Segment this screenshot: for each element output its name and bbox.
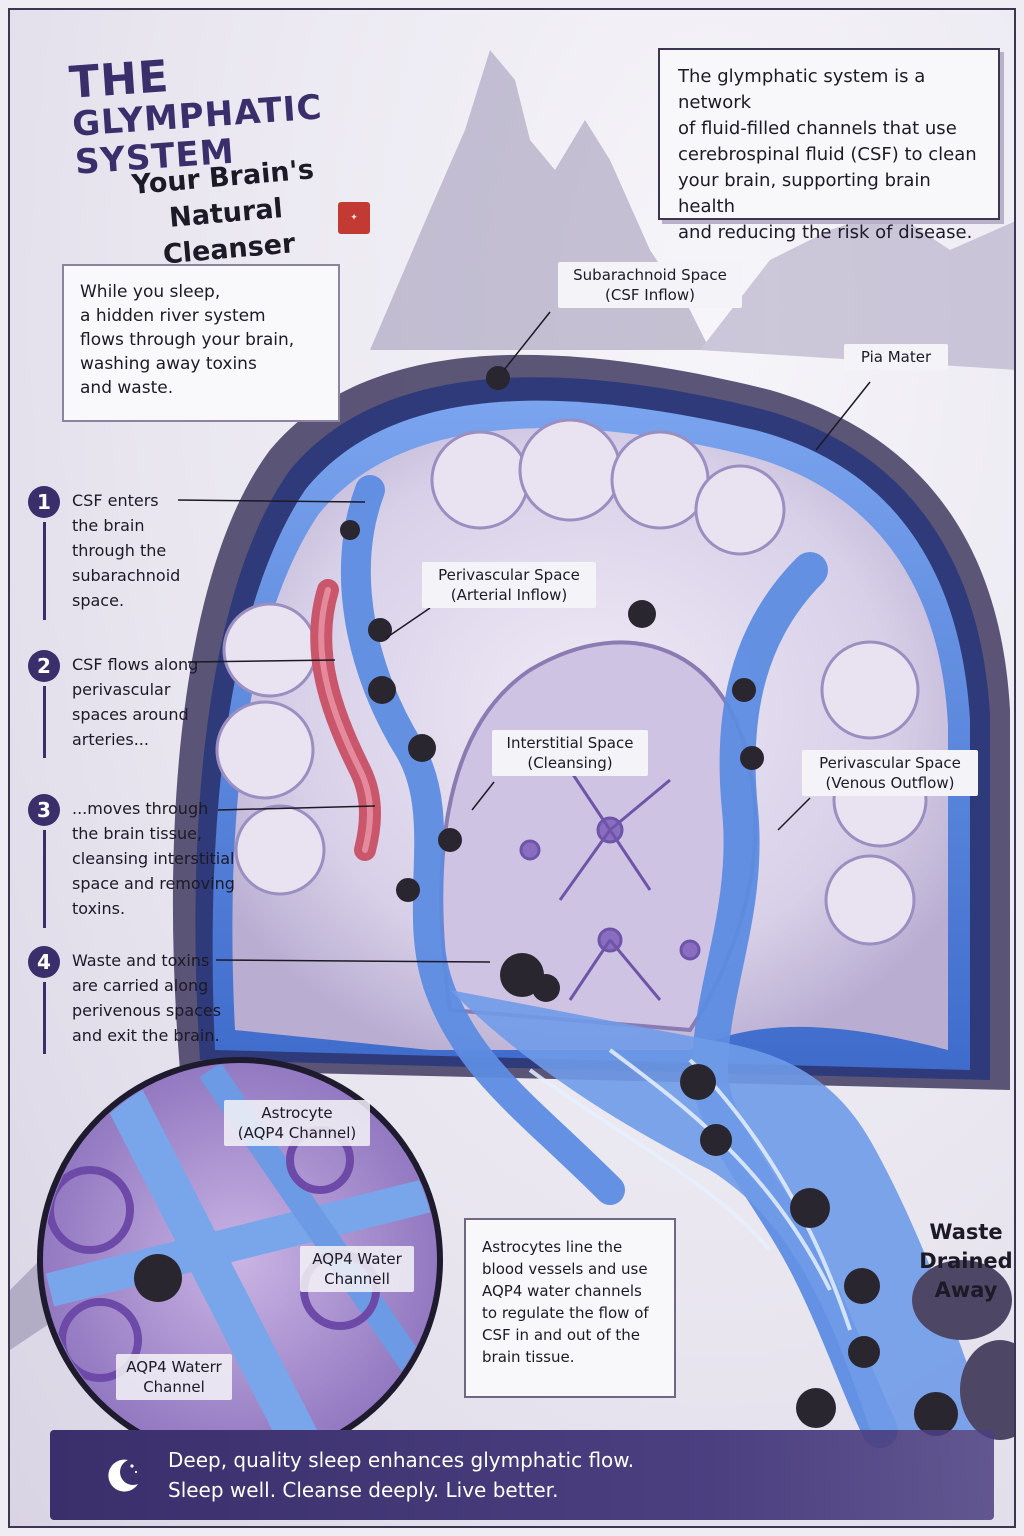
intro-box: The glymphatic system is a network of fl… [658, 48, 1000, 243]
rocks [912, 1260, 1014, 1440]
banner-line-1: Deep, quality sleep enhances glymphatic … [168, 1448, 635, 1472]
label-line: Perivascular Space [438, 566, 580, 584]
label-line: Channell [324, 1270, 390, 1288]
astro-note-line: blood vessels and use [482, 1260, 648, 1278]
astro-note-line: to regulate the flow of [482, 1304, 649, 1322]
step-text: Waste and toxins are carried along periv… [72, 948, 247, 1048]
poster-frame: THE GLYMPHATIC SYSTEM Your Brain's Natur… [8, 8, 1016, 1528]
waste-clumps [340, 366, 958, 1436]
label-line: (Arterial Inflow) [450, 586, 568, 604]
step-line: CSF enters [72, 491, 159, 510]
sleep-note-line: washing away toxins [80, 354, 257, 374]
intro-line: your brain, supporting brain health [678, 170, 931, 217]
step-bar [43, 522, 46, 620]
step-3: 3 ...moves through the brain tissue, cle… [28, 794, 235, 934]
astro-note-line: Astrocytes line the [482, 1238, 623, 1256]
label-line: Subarachnoid Space [573, 266, 727, 284]
intro-line: of fluid-filled channels that use [678, 118, 957, 139]
label-astrocyte: Astrocyte (AQP4 Channel) [224, 1100, 370, 1146]
step-text: ...moves through the brain tissue, clean… [72, 796, 247, 921]
label-aqp4-channel-b: AQP4 Waterr Channel [116, 1354, 232, 1400]
astro-note-line: CSF in and out of the [482, 1326, 640, 1344]
sleep-note-line: flows through your brain, [80, 330, 295, 350]
step-number: 2 [28, 650, 60, 682]
label-line: Channel [143, 1378, 205, 1396]
step-number: 4 [28, 946, 60, 978]
label-line: (Cleansing) [527, 754, 613, 772]
step-line: space and removing [72, 874, 235, 893]
label-perivascular-venous: Perivascular Space (Venous Outflow) [802, 750, 978, 796]
gyri [215, 418, 928, 946]
label-line: AQP4 Waterr [126, 1358, 222, 1376]
sleep-note-line: and waste. [80, 378, 174, 398]
step-line: are carried along [72, 976, 209, 995]
label-line: (Venous Outflow) [825, 774, 955, 792]
step-line: arteries... [72, 730, 149, 749]
intro-line: cerebrospinal fluid (CSF) to clean [678, 144, 977, 165]
step-line: CSF flows along [72, 655, 199, 674]
page-subtitle: Your Brain's Natural Cleanser [102, 150, 350, 279]
step-bar [43, 982, 46, 1054]
label-line: Pia Mater [860, 348, 932, 366]
step-4: 4 Waste and toxins are carried along per… [28, 946, 228, 1062]
step-text: CSF enters the brain through the subarac… [72, 488, 247, 613]
step-line: the brain [72, 516, 145, 535]
step-line: space. [72, 591, 125, 610]
step-line: cleansing interstitial [72, 849, 235, 868]
step-line: ...moves through [72, 799, 209, 818]
astrocyte-note-box: Astrocytes line the blood vessels and us… [464, 1218, 676, 1398]
step-line: perivenous spaces [72, 1001, 222, 1020]
label-line: (CSF Inflow) [605, 286, 695, 304]
waste-line: Waste [929, 1220, 1003, 1244]
banner-line-2: Sleep well. Cleanse deeply. Live better. [168, 1478, 559, 1502]
step-line: Waste and toxins [72, 951, 210, 970]
sleep-note-line: a hidden river system [80, 306, 266, 326]
label-line: Interstitial Space [506, 734, 634, 752]
label-pia-mater: Pia Mater [844, 344, 948, 370]
waste-drained-label: Waste Drained Away [910, 1218, 1014, 1305]
crescent-moon-icon [108, 1459, 138, 1492]
label-interstitial-space: Interstitial Space (Cleansing) [492, 730, 648, 776]
label-line: Perivascular Space [819, 754, 961, 772]
step-line: perivascular [72, 680, 171, 699]
waste-line: Away [934, 1278, 998, 1302]
waste-line: Drained [919, 1249, 1013, 1273]
step-line: the brain tissue, [72, 824, 203, 843]
step-number: 1 [28, 486, 60, 518]
step-line: spaces around [72, 705, 189, 724]
step-line: and exit the brain. [72, 1026, 220, 1045]
step-bar [43, 830, 46, 928]
step-line: through the [72, 541, 167, 560]
astro-note-line: AQP4 water channels [482, 1282, 642, 1300]
label-subarachnoid-space: Subarachnoid Space (CSF Inflow) [558, 262, 742, 308]
step-text: CSF flows along perivascular spaces arou… [72, 652, 247, 752]
step-line: toxins. [72, 899, 126, 918]
sleep-banner: Deep, quality sleep enhances glymphatic … [50, 1430, 994, 1520]
step-bar [43, 686, 46, 758]
leader-lines [177, 311, 871, 963]
seal-stamp-icon: ✦ [338, 202, 370, 234]
label-line: (AQP4 Channel) [237, 1124, 357, 1142]
label-aqp4-channel-a: AQP4 Water Channell [300, 1246, 414, 1292]
outflow-river [450, 990, 990, 1430]
intro-line: The glymphatic system is a network [678, 66, 926, 113]
step-number: 3 [28, 794, 60, 826]
sleep-note-box: While you sleep, a hidden river system f… [62, 264, 340, 422]
step-line: subarachnoid [72, 566, 181, 585]
neurons [519, 769, 701, 1001]
label-line: AQP4 Water [312, 1250, 402, 1268]
label-line: Astrocyte [261, 1104, 333, 1122]
step-2: 2 CSF flows along perivascular spaces ar… [28, 650, 228, 766]
perivascular-arterial-channel [340, 475, 625, 1205]
step-1: 1 CSF enters the brain through the subar… [28, 486, 228, 626]
astro-note-line: brain tissue. [482, 1348, 575, 1366]
sleep-note-line: While you sleep, [80, 282, 221, 302]
label-perivascular-arterial: Perivascular Space (Arterial Inflow) [422, 562, 596, 608]
intro-line: and reducing the risk of disease. [678, 222, 973, 243]
